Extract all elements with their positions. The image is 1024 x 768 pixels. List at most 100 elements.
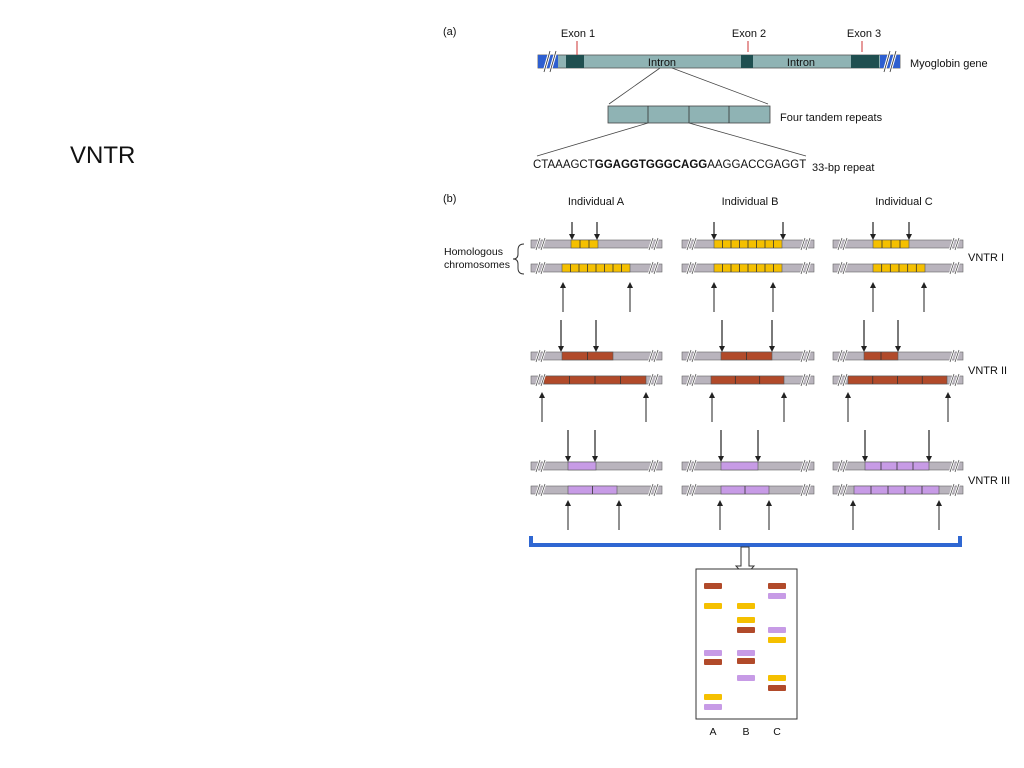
gene-break-line-1: [543, 50, 557, 73]
chromosome-break-line: [535, 483, 546, 497]
exon-1-label: Exon 1: [561, 28, 595, 40]
myoglobin-gene: [537, 41, 901, 73]
repeat-size-label: 33-bp repeat: [812, 162, 874, 174]
chromosome-break-line: [949, 261, 960, 275]
chromosome-pairs: [530, 222, 964, 530]
cut-arrow-up-1-1-a-head: [560, 282, 566, 288]
chromosome-break-line: [800, 483, 811, 497]
chromosome-break-line: [535, 373, 546, 387]
vntr-1-label: VNTR I: [968, 252, 1004, 264]
repeat-sequence: CTAAAGCTGGAGGTGGGCAGGAAGGACCGAGGT: [533, 159, 806, 171]
chromosome-1-1-bottom: [530, 261, 663, 275]
chromosome-break-line: [837, 237, 848, 251]
chromosome-break-line: [837, 483, 848, 497]
chromosome-break-line: [686, 459, 697, 473]
gene-end-right: [880, 55, 900, 68]
chromosome-break-line: [648, 483, 659, 497]
gel-band-6: [704, 704, 722, 710]
cut-arrow-3-1-b-head: [592, 456, 598, 462]
cut-arrow-up-2-2-b-head: [781, 392, 787, 398]
gene-break-line-2: [883, 50, 897, 73]
chromosome-3-2-top: [681, 459, 815, 473]
cut-arrow-up-2-1-b-head: [643, 392, 649, 398]
exon-2-block: [741, 55, 753, 68]
cut-arrow-up-3-3-b-head: [936, 500, 942, 506]
cut-arrow-1-2-b-head: [780, 234, 786, 240]
chromosome-break-line: [686, 373, 697, 387]
cut-arrow-3-2-a-head: [718, 456, 724, 462]
cut-arrow-2-3-a-head: [861, 346, 867, 352]
chromosome-1-2-top: [681, 237, 815, 251]
chromosome-break-line: [949, 237, 960, 251]
exon-3-label: Exon 3: [847, 28, 881, 40]
gel-band-2: [704, 603, 722, 609]
chromosome-break-line: [686, 261, 697, 275]
chromosome-3-3-top: [832, 459, 964, 473]
chromosome-break-line: [535, 459, 546, 473]
chromosome-2-2-top: [681, 349, 815, 363]
cut-arrow-up-3-1-a-head: [565, 500, 571, 506]
gel-band-16: [768, 637, 786, 643]
cut-arrow-up-3-1-b-head: [616, 500, 622, 506]
part-b-label: (b): [443, 193, 456, 205]
gel-band-5: [704, 694, 722, 700]
cut-arrow-1-3-b-head: [906, 234, 912, 240]
chromosome-break-line: [837, 459, 848, 473]
lane-b-label: B: [742, 726, 749, 738]
individual-c-label: Individual C: [875, 196, 933, 208]
part-a-label: (a): [443, 26, 456, 38]
gel-band-13: [768, 583, 786, 589]
zoom-seq-left: [536, 122, 649, 157]
repeat-label: Four tandem repeats: [780, 112, 883, 124]
tandem-repeats: [536, 67, 807, 157]
chromosome-break-line: [949, 459, 960, 473]
vntr-2-label: VNTR II: [968, 365, 1007, 377]
gel-band-9: [737, 627, 755, 633]
gel-band-14: [768, 593, 786, 599]
exon-3-block: [851, 55, 879, 68]
vntr-segment: [567, 461, 597, 471]
zoom-line-left: [608, 67, 661, 105]
cut-arrow-1-2-a-head: [711, 234, 717, 240]
exon-1-block: [566, 55, 584, 68]
chromosome-3-1-top: [530, 459, 663, 473]
chromosome-break-line: [800, 459, 811, 473]
chromosome-break-line: [535, 349, 546, 363]
lane-c-label: C: [773, 726, 781, 738]
chromosome-1-3-bottom: [832, 261, 964, 275]
gel-band-17: [768, 675, 786, 681]
chromosome-break-line: [949, 483, 960, 497]
chromosome-break-line: [837, 373, 848, 387]
gel-band-12: [737, 675, 755, 681]
lane-a-label: A: [709, 726, 716, 738]
brace-icon: [512, 243, 525, 275]
cut-arrow-1-1-a-head: [569, 234, 575, 240]
chromosome-2-3-top: [832, 349, 964, 363]
cut-arrow-3-2-b-head: [755, 456, 761, 462]
intron-2-label: Intron: [787, 57, 815, 69]
cut-arrow-3-1-a-head: [565, 456, 571, 462]
cut-arrow-up-1-3-b-head: [921, 282, 927, 288]
chromosome-1-2-bottom: [681, 261, 815, 275]
chromosome-3-2-bottom: [681, 483, 815, 497]
gene-band: [537, 54, 901, 69]
vntr-segment: [853, 485, 940, 495]
chromosome-bar: [530, 461, 663, 471]
chromosome-break-line: [800, 349, 811, 363]
cut-arrow-3-3-b-head: [926, 456, 932, 462]
chromosome-2-1-top: [530, 349, 663, 363]
individual-b-label: Individual B: [722, 196, 779, 208]
chromosome-break-line: [535, 261, 546, 275]
gel-band-7: [737, 603, 755, 609]
vntr-segment: [720, 461, 759, 471]
gel-bands: [704, 583, 786, 710]
gel-band-15: [768, 627, 786, 633]
gel-band-1: [704, 583, 722, 589]
chromosome-break-line: [648, 237, 659, 251]
chromosome-1-1-top: [530, 237, 663, 251]
chromosome-break-line: [800, 261, 811, 275]
cut-arrow-3-3-a-head: [862, 456, 868, 462]
chromosome-break-line: [648, 349, 659, 363]
chromosome-break-line: [949, 373, 960, 387]
